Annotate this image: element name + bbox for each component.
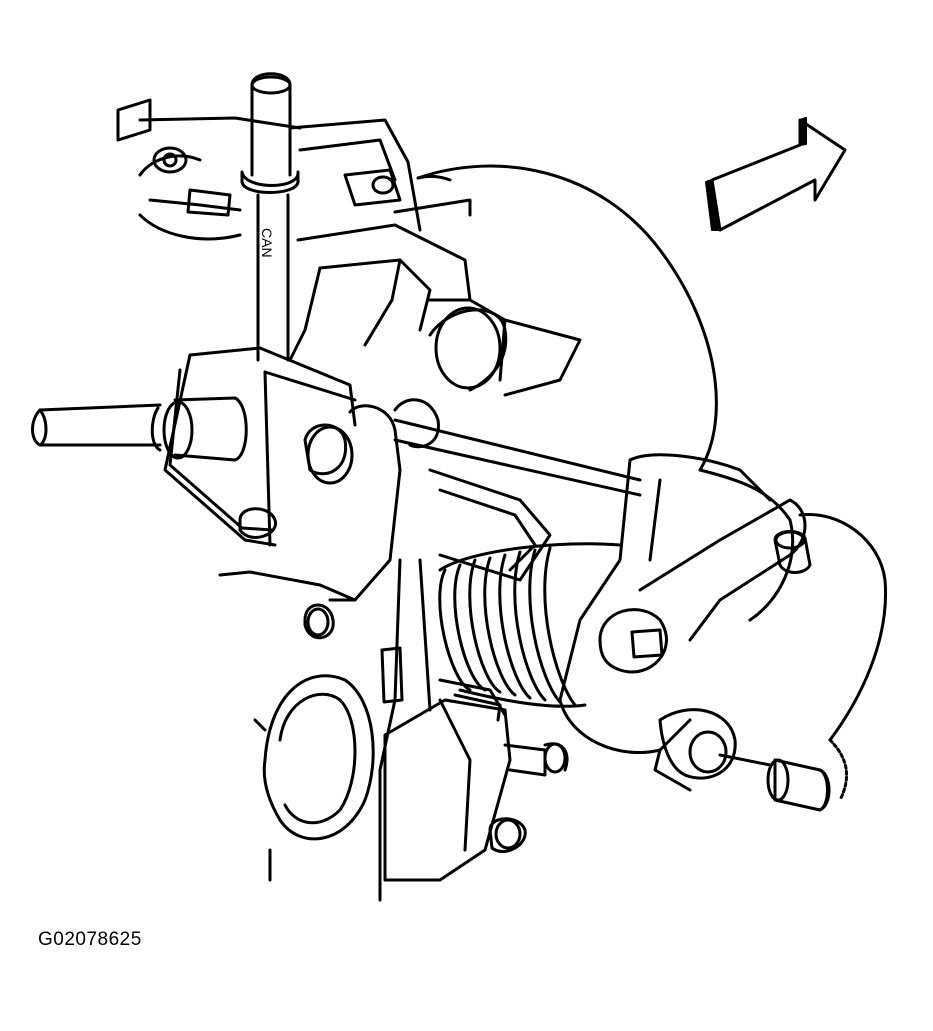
pivot-lever [303, 398, 642, 602]
lower-housing [218, 558, 432, 902]
rod-marking: CAN [259, 228, 275, 258]
bracket-block [288, 223, 582, 397]
upper-housing [116, 98, 472, 241]
mounting-plate [416, 164, 718, 472]
adjustment-screw [773, 512, 888, 742]
connecting-arm [428, 468, 552, 582]
clamp-plate [163, 346, 357, 547]
idle-actuator [383, 678, 569, 882]
figure-id-label: G02078625 [38, 929, 142, 950]
service-rod: CAN [240, 72, 300, 362]
return-spring [438, 542, 622, 708]
lock-pin [718, 738, 849, 812]
drive-shaft [31, 396, 248, 462]
throttle-cam [558, 453, 807, 792]
direction-arrow [705, 117, 847, 232]
